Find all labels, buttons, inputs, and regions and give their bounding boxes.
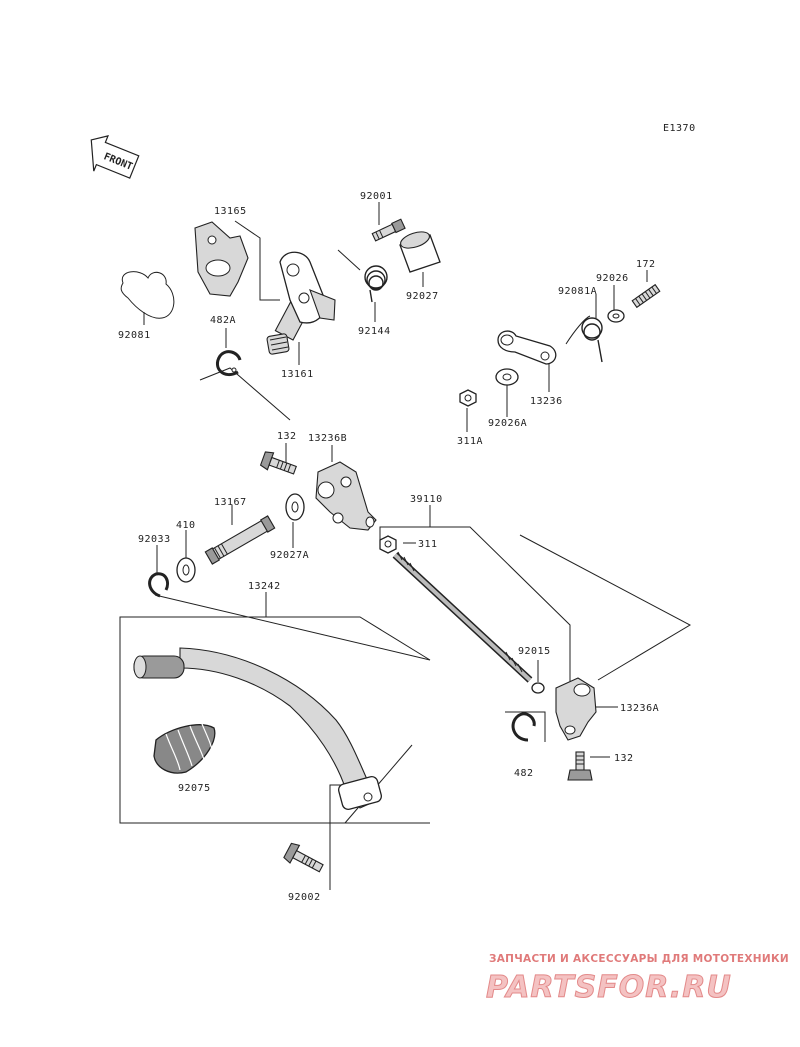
label-13236[interactable]: 13236 bbox=[530, 396, 563, 407]
part-92015-nut bbox=[531, 682, 545, 694]
label-92027[interactable]: 92027 bbox=[406, 291, 439, 302]
label-311A[interactable]: 311A bbox=[457, 436, 483, 447]
label-172[interactable]: 172 bbox=[636, 259, 656, 270]
part-13236B-lever bbox=[315, 461, 377, 531]
label-132-top[interactable]: 132 bbox=[277, 431, 297, 442]
part-482A-circlip bbox=[215, 350, 242, 377]
part-132-bolt-bottom bbox=[567, 751, 593, 781]
label-13236B[interactable]: 13236B bbox=[308, 433, 347, 444]
label-92081A[interactable]: 92081A bbox=[558, 286, 597, 297]
label-13161[interactable]: 13161 bbox=[281, 369, 314, 380]
label-92026[interactable]: 92026 bbox=[596, 273, 629, 284]
label-92015[interactable]: 92015 bbox=[518, 646, 551, 657]
label-92081[interactable]: 92081 bbox=[118, 330, 151, 341]
part-92027-collar bbox=[399, 231, 441, 273]
label-482[interactable]: 482 bbox=[514, 768, 534, 779]
part-92081-spring bbox=[120, 271, 175, 319]
part-311A-nut bbox=[459, 389, 477, 407]
label-92033[interactable]: 92033 bbox=[138, 534, 171, 545]
part-92026A-washer bbox=[495, 368, 519, 386]
part-13161-shift-shaft bbox=[266, 251, 336, 355]
watermark-tagline: ЗАПЧАСТИ И АКСЕССУАРЫ ДЛЯ МОТОТЕХНИКИ bbox=[489, 953, 789, 965]
label-92001[interactable]: 92001 bbox=[360, 191, 393, 202]
label-482A[interactable]: 482A bbox=[210, 315, 236, 326]
label-92144[interactable]: 92144 bbox=[358, 326, 391, 337]
front-arrow-icon: FRONT bbox=[90, 135, 140, 179]
label-13236A[interactable]: 13236A bbox=[620, 703, 659, 714]
watermark: ЗАПЧАСТИ И АКСЕССУАРЫ ДЛЯ МОТОТЕХНИКИ PA… bbox=[486, 953, 789, 1006]
diagram-code: E1370 bbox=[663, 123, 696, 134]
part-92026-washer bbox=[607, 309, 625, 323]
label-92026A[interactable]: 92026A bbox=[488, 418, 527, 429]
part-92033-circlip bbox=[148, 572, 170, 598]
label-39110[interactable]: 39110 bbox=[410, 494, 443, 505]
part-410-washer bbox=[176, 557, 196, 583]
part-13236-lever bbox=[497, 330, 557, 365]
part-172-stud bbox=[631, 283, 661, 309]
label-92002[interactable]: 92002 bbox=[288, 892, 321, 903]
label-13167[interactable]: 13167 bbox=[214, 497, 247, 508]
part-13242-shift-pedal bbox=[133, 647, 382, 811]
label-92027A[interactable]: 92027A bbox=[270, 550, 309, 561]
part-92144-spring bbox=[337, 249, 388, 303]
label-132-bottom[interactable]: 132 bbox=[614, 753, 634, 764]
part-132-bolt-top bbox=[259, 451, 297, 475]
part-92002-bolt bbox=[283, 842, 324, 873]
part-311-nut bbox=[379, 535, 397, 554]
part-labels: 92001 13165 92081 92027 92144 482A 13161… bbox=[118, 191, 659, 903]
part-92075-rubber bbox=[153, 723, 216, 774]
part-13165-plate bbox=[194, 221, 249, 297]
part-39110-tie-rod bbox=[392, 551, 533, 683]
label-13165[interactable]: 13165 bbox=[214, 206, 247, 217]
part-92081A-spring bbox=[565, 315, 603, 363]
label-92075[interactable]: 92075 bbox=[178, 783, 211, 794]
label-410[interactable]: 410 bbox=[176, 520, 196, 531]
label-311[interactable]: 311 bbox=[418, 539, 438, 550]
leader-lines bbox=[119, 202, 692, 890]
label-13242[interactable]: 13242 bbox=[248, 581, 281, 592]
part-482-circlip bbox=[511, 712, 536, 742]
watermark-brand: PARTSFOR.RU bbox=[486, 970, 732, 1005]
part-13236A-lever bbox=[555, 677, 597, 741]
part-92001-bolt bbox=[371, 218, 406, 242]
part-13167-shaft bbox=[204, 515, 276, 565]
part-92027A-washer bbox=[285, 493, 305, 521]
